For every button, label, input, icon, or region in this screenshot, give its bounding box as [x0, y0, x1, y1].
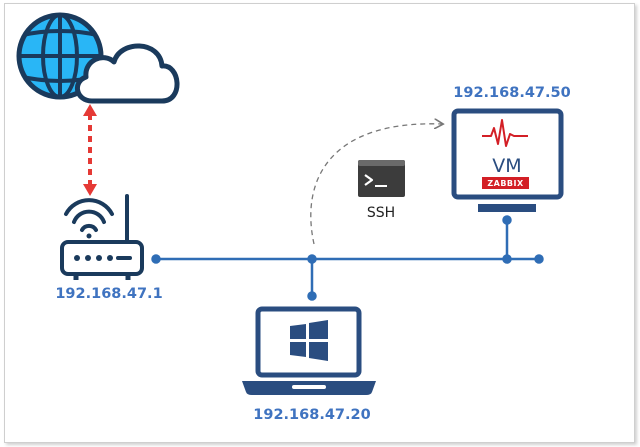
internet-link	[83, 104, 97, 196]
laptop-ip-label: 192.168.47.20	[253, 407, 370, 423]
wifi-router-icon	[60, 194, 144, 280]
windows-logo-icon	[290, 320, 328, 361]
heartbeat-icon	[482, 119, 528, 147]
vm-label: VM	[492, 155, 521, 177]
network-bus	[151, 215, 544, 301]
router-ip-label: 192.168.47.1	[55, 286, 162, 302]
zabbix-brand-label: ZABBIX	[487, 179, 524, 188]
laptop-icon	[242, 306, 376, 395]
zabbix-logo: ZABBIX	[482, 177, 529, 189]
cloud-icon	[75, 43, 180, 104]
terminal-icon	[358, 160, 405, 197]
ssh-link	[310, 124, 442, 245]
vm-ip-label: 192.168.47.50	[453, 85, 570, 101]
ssh-label: SSH	[367, 205, 395, 221]
monitor-icon	[451, 108, 564, 212]
